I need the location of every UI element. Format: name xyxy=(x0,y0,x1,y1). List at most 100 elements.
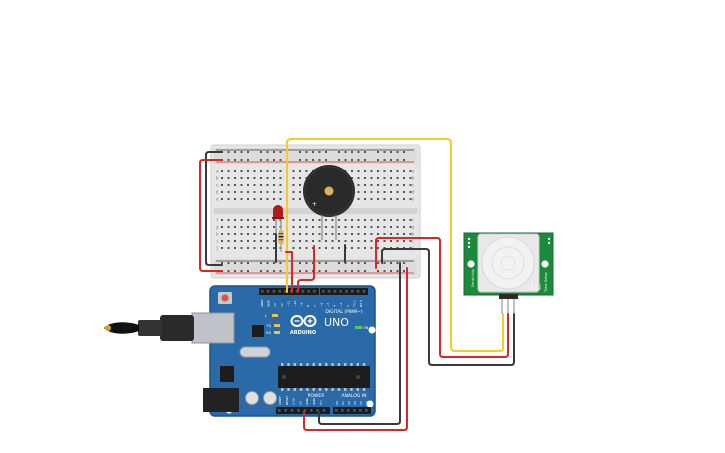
rail-hole[interactable] xyxy=(338,151,340,153)
terminal-hole[interactable] xyxy=(396,177,399,179)
header-pin-hole[interactable] xyxy=(356,290,360,293)
terminal-hole[interactable] xyxy=(234,191,236,193)
header-pin-hole[interactable] xyxy=(290,409,294,412)
terminal-hole[interactable] xyxy=(409,198,412,200)
buzzer-signal-red-wire[interactable] xyxy=(297,245,315,293)
terminal-hole[interactable] xyxy=(325,226,327,228)
terminal-hole[interactable] xyxy=(318,247,321,249)
terminal-hole[interactable] xyxy=(299,177,301,179)
terminal-hole[interactable] xyxy=(396,219,399,221)
rail-hole[interactable] xyxy=(273,262,275,264)
terminal-hole[interactable] xyxy=(390,170,392,172)
terminal-hole[interactable] xyxy=(221,226,223,228)
terminal-hole[interactable] xyxy=(312,219,314,221)
rail-hole[interactable] xyxy=(234,159,236,161)
terminal-hole[interactable] xyxy=(325,219,327,221)
rail-hole[interactable] xyxy=(383,270,386,272)
terminal-hole[interactable] xyxy=(312,240,314,242)
terminal-hole[interactable] xyxy=(403,177,405,179)
terminal-hole[interactable] xyxy=(253,184,256,186)
rail-hole[interactable] xyxy=(364,270,366,272)
terminal-hole[interactable] xyxy=(357,247,360,249)
rail-hole[interactable] xyxy=(403,262,405,264)
rail-hole[interactable] xyxy=(266,270,269,272)
terminal-hole[interactable] xyxy=(409,233,412,235)
terminal-hole[interactable] xyxy=(390,198,392,200)
terminal-hole[interactable] xyxy=(325,247,327,249)
rail-hole[interactable] xyxy=(351,270,353,272)
header-pin-hole[interactable] xyxy=(297,409,300,412)
terminal-hole[interactable] xyxy=(409,191,412,193)
terminal-hole[interactable] xyxy=(383,177,386,179)
terminal-hole[interactable] xyxy=(383,233,386,235)
rail-hole[interactable] xyxy=(305,159,308,161)
terminal-hole[interactable] xyxy=(260,191,262,193)
arduino-gnd-black-wire[interactable] xyxy=(318,262,401,425)
terminal-hole[interactable] xyxy=(240,177,243,179)
terminal-hole[interactable] xyxy=(234,170,236,172)
rail-hole[interactable] xyxy=(364,159,366,161)
terminal-hole[interactable] xyxy=(351,233,353,235)
terminal-hole[interactable] xyxy=(403,184,405,186)
terminal-hole[interactable] xyxy=(260,233,262,235)
terminal-hole[interactable] xyxy=(383,198,386,200)
terminal-hole[interactable] xyxy=(364,177,366,179)
terminal-hole[interactable] xyxy=(299,191,301,193)
rail-hole[interactable] xyxy=(266,262,269,264)
terminal-hole[interactable] xyxy=(299,240,301,242)
terminal-hole[interactable] xyxy=(266,170,269,172)
terminal-hole[interactable] xyxy=(299,226,301,228)
terminal-hole[interactable] xyxy=(253,198,256,200)
terminal-hole[interactable] xyxy=(299,198,301,200)
terminal-hole[interactable] xyxy=(247,191,249,193)
terminal-hole[interactable] xyxy=(240,247,243,249)
terminal-hole[interactable] xyxy=(396,191,399,193)
analog-header[interactable] xyxy=(333,407,371,414)
rail-hole[interactable] xyxy=(377,262,379,264)
terminal-hole[interactable] xyxy=(234,184,236,186)
terminal-hole[interactable] xyxy=(266,177,269,179)
terminal-hole[interactable] xyxy=(325,233,327,235)
rail-hole[interactable] xyxy=(351,151,353,153)
terminal-hole[interactable] xyxy=(396,233,399,235)
terminal-hole[interactable] xyxy=(273,177,275,179)
terminal-hole[interactable] xyxy=(357,170,360,172)
terminal-hole[interactable] xyxy=(377,198,379,200)
rail-hole[interactable] xyxy=(344,159,347,161)
header-pin-hole[interactable] xyxy=(266,290,270,293)
rail-hole[interactable] xyxy=(240,159,243,161)
terminal-hole[interactable] xyxy=(403,240,405,242)
terminal-hole[interactable] xyxy=(221,177,223,179)
terminal-hole[interactable] xyxy=(273,233,275,235)
rail-hole[interactable] xyxy=(227,151,230,153)
terminal-hole[interactable] xyxy=(247,226,249,228)
terminal-hole[interactable] xyxy=(227,233,230,235)
terminal-hole[interactable] xyxy=(247,219,249,221)
terminal-hole[interactable] xyxy=(383,184,386,186)
rail-hole[interactable] xyxy=(390,262,392,264)
left-rail-red-wire[interactable] xyxy=(199,159,223,272)
terminal-hole[interactable] xyxy=(260,226,262,228)
terminal-hole[interactable] xyxy=(234,247,236,249)
terminal-hole[interactable] xyxy=(370,233,373,235)
pir-gnd-black-wire[interactable] xyxy=(381,248,515,366)
terminal-hole[interactable] xyxy=(253,247,256,249)
header-pin-hole[interactable] xyxy=(322,290,325,293)
rail-hole[interactable] xyxy=(338,270,340,272)
header-pin-hole[interactable] xyxy=(261,290,264,293)
terminal-hole[interactable] xyxy=(383,170,386,172)
terminal-hole[interactable] xyxy=(357,191,360,193)
terminal-hole[interactable] xyxy=(312,226,314,228)
sensitivity-pot[interactable] xyxy=(467,260,475,268)
terminal-hole[interactable] xyxy=(331,247,334,249)
resistor[interactable] xyxy=(278,226,284,252)
rail-hole[interactable] xyxy=(396,159,399,161)
terminal-hole[interactable] xyxy=(234,219,236,221)
terminal-hole[interactable] xyxy=(260,219,262,221)
rail-hole[interactable] xyxy=(396,262,399,264)
yellow-signal-wire[interactable] xyxy=(286,138,504,352)
rail-hole[interactable] xyxy=(240,262,243,264)
terminal-hole[interactable] xyxy=(370,191,373,193)
terminal-hole[interactable] xyxy=(240,219,243,221)
terminal-hole[interactable] xyxy=(221,219,223,221)
